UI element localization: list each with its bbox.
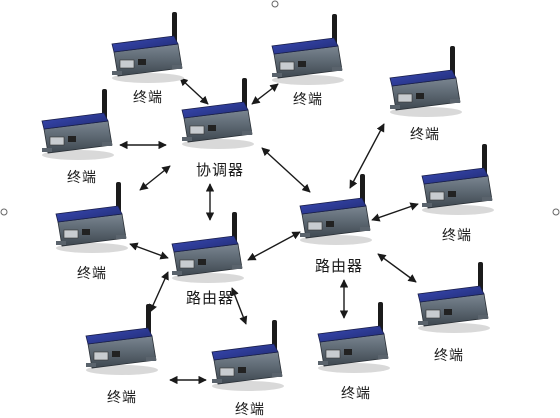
terminal-label-5: 终端	[442, 228, 472, 244]
link-coord-t2	[251, 83, 279, 105]
terminal-device-5	[421, 144, 494, 215]
terminal-device-3	[389, 46, 462, 117]
link-coord-t6	[139, 165, 171, 191]
terminal-label-1: 终端	[133, 90, 163, 106]
link-r2-t3	[349, 123, 385, 189]
link-t1-coord	[179, 77, 209, 105]
resize-handle-top[interactable]	[271, 0, 279, 8]
terminal-device-9	[317, 302, 390, 373]
link-r1-t6	[129, 242, 169, 260]
terminal-label-7: 终端	[434, 348, 464, 364]
link-r2-t7	[377, 253, 417, 283]
terminal-device-1	[111, 12, 184, 83]
terminal-device-2	[271, 14, 344, 85]
terminal-device-4	[41, 89, 114, 160]
terminal-device-8	[85, 304, 158, 375]
terminal-label-4: 终端	[67, 170, 97, 186]
terminal-label-3: 终端	[410, 127, 440, 143]
link-r2-r1	[247, 231, 301, 261]
router-device-1	[171, 212, 244, 283]
router-label-1: 路由器	[185, 289, 235, 307]
link-r2-t5	[371, 202, 419, 222]
resize-handle-right[interactable]	[552, 208, 560, 216]
link-r1-t10	[230, 287, 248, 325]
terminal-label-8: 终端	[107, 390, 137, 406]
link-coord-r2	[261, 147, 311, 193]
router-device-2	[299, 174, 372, 245]
link-r1-t8	[149, 271, 169, 313]
terminal-label-6: 终端	[77, 266, 107, 282]
terminal-label-2: 终端	[293, 92, 323, 108]
terminal-label-9: 终端	[341, 386, 371, 402]
terminal-device-7	[417, 262, 490, 333]
coordinator-device	[181, 78, 254, 149]
terminal-device-10	[211, 320, 284, 391]
terminal-device-6	[55, 182, 128, 253]
coordinator-label: 协调器	[195, 161, 245, 179]
terminal-label-10: 终端	[235, 402, 265, 418]
router-label-2: 路由器	[314, 257, 364, 275]
resize-handle-left[interactable]	[0, 208, 8, 216]
